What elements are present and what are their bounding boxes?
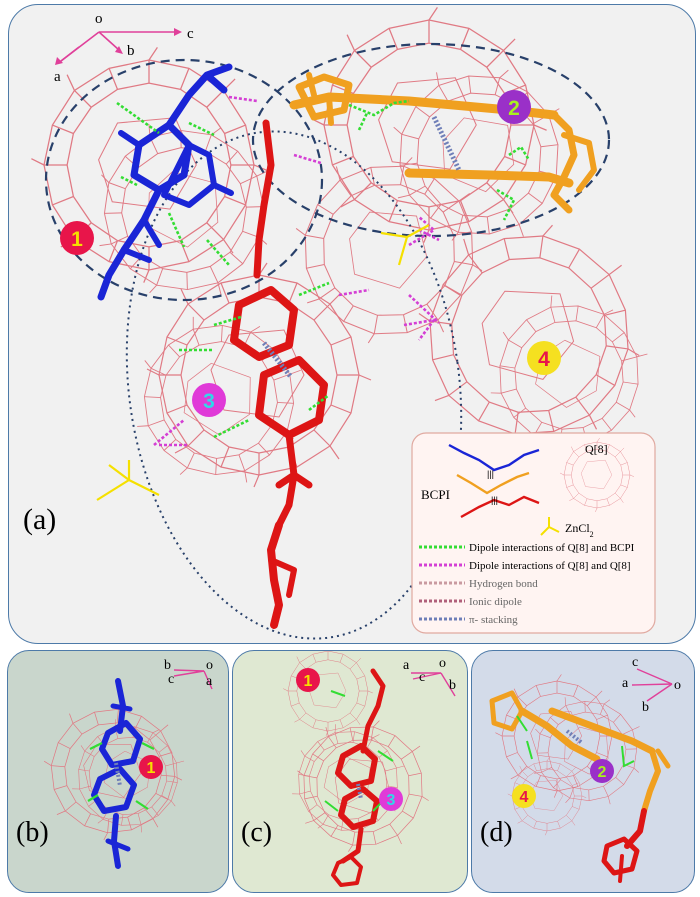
- legend-red-icon: [460, 495, 540, 519]
- bcpi-orange-d: [489, 690, 671, 814]
- axis-c-label-d: c: [632, 655, 638, 670]
- svg-text:4: 4: [520, 789, 529, 806]
- svg-text:1: 1: [147, 760, 156, 777]
- legend-stack-sym-1: |||: [487, 469, 494, 479]
- bcpi-red-molecule: [230, 119, 328, 629]
- marker-2-d: 2: [590, 759, 614, 783]
- marker-4: 4: [527, 341, 561, 375]
- panel-d: 2 4 c a o b (d): [471, 650, 695, 893]
- panel-b: 1 b c o a (b): [7, 650, 229, 893]
- axis-a-label: a: [54, 69, 61, 85]
- marker-3: 3: [192, 383, 226, 417]
- q8-ring-c1: [282, 651, 374, 737]
- pi-stacking-2: [431, 115, 462, 172]
- axis-b-label-c: b: [449, 678, 456, 693]
- svg-text:4: 4: [538, 348, 550, 371]
- legend-item-2: Dipole interactions of Q[8] and Q[8]: [469, 560, 631, 572]
- svg-text:3: 3: [387, 792, 396, 809]
- panel-c: 1 3 a c o b (c): [232, 650, 468, 893]
- panel-a-figure: 1 2 3 4 o c b a (a) ||| ||| BCPI: [23, 6, 677, 640]
- green-dipole-b: [87, 742, 155, 810]
- axis-o-label-c: o: [439, 656, 446, 671]
- marker-3-c: 3: [379, 787, 403, 811]
- svg-text:1: 1: [304, 673, 313, 690]
- legend-item-4: Ionic dipole: [469, 596, 522, 608]
- panel-d-figure: 2 4 c a o b (d): [480, 655, 681, 883]
- axis-b-label: b: [127, 43, 135, 59]
- axis-triad-a: [55, 28, 182, 65]
- legend-blue-icon: [448, 443, 540, 472]
- green-dipole-lines: [116, 99, 531, 439]
- legend-zncl2-label: ZnCl2: [565, 521, 594, 539]
- marker-1-b: 1: [139, 755, 163, 779]
- dotted-ellipse-3: [125, 130, 463, 640]
- bcpi-red-d: [601, 808, 647, 883]
- legend-item-1: Dipole interactions of Q[8] and BCPI: [469, 542, 635, 554]
- axis-triad-b: [173, 669, 213, 690]
- green-dipole-c: [324, 690, 394, 812]
- legend-item-5: π- stacking: [469, 614, 518, 626]
- marker-2: 2: [497, 90, 531, 124]
- bcpi-blue-b: [91, 678, 143, 869]
- panel-c-label: (c): [241, 817, 272, 848]
- dashed-ellipse-1: [44, 58, 324, 302]
- legend-zncl2-icon: [540, 517, 560, 536]
- axis-a-label-d: a: [622, 676, 629, 691]
- axis-o-label-b: o: [206, 658, 213, 673]
- svg-text:3: 3: [203, 390, 215, 413]
- legend-bcpi-label: BCPI: [421, 487, 450, 502]
- zncl2-yellow: [96, 224, 430, 501]
- axis-b-label-d: b: [642, 700, 649, 715]
- axis-c-label-c: c: [419, 670, 425, 685]
- axis-o-label-d: o: [674, 678, 681, 693]
- bcpi-red-c: [331, 668, 386, 887]
- panel-d-label: (d): [480, 817, 513, 848]
- panel-a: 1 2 3 4 o c b a (a) ||| ||| BCPI: [8, 4, 696, 644]
- axis-triad-d: [631, 668, 673, 702]
- magenta-dipole-lines: [153, 95, 440, 447]
- axis-b-label-b: b: [164, 658, 171, 673]
- legend-q8-label: Q[8]: [585, 442, 608, 456]
- svg-text:1: 1: [71, 228, 83, 251]
- legend-stack-sym-2: |||: [491, 495, 498, 505]
- axis-triad-c: [411, 672, 456, 697]
- dashed-ellipse-2: [251, 42, 611, 238]
- legend-item-3: Hydrogen bond: [469, 578, 538, 590]
- axis-a-label-c: a: [403, 658, 410, 673]
- svg-text:2: 2: [508, 97, 520, 120]
- svg-text:2: 2: [598, 764, 607, 781]
- marker-4-d: 4: [512, 784, 536, 808]
- axis-o-label: o: [95, 11, 103, 27]
- legend-items: Dipole interactions of Q[8] and BCPI Dip…: [419, 542, 635, 626]
- marker-1: 1: [60, 221, 94, 255]
- axis-c-label: c: [187, 26, 194, 42]
- panel-c-figure: 1 3 a c o b (c): [241, 651, 456, 887]
- legend-orange-icon: [456, 471, 530, 495]
- legend-box: ||| ||| BCPI Q[8] ZnCl2 Dipole interacti…: [411, 432, 656, 634]
- bcpi-blue-molecule: [97, 63, 234, 301]
- pi-stacking-d: [565, 729, 584, 745]
- pi-stacking-c: [356, 783, 363, 800]
- pi-stacking-3: [262, 341, 293, 379]
- axis-a-label-b: a: [206, 674, 213, 689]
- panel-b-figure: 1 b c o a (b): [16, 658, 213, 869]
- panel-a-label: (a): [23, 503, 56, 536]
- axis-c-label-b: c: [168, 672, 174, 687]
- marker-1-c: 1: [296, 668, 320, 692]
- panel-b-label: (b): [16, 817, 49, 848]
- green-dipole-d: [516, 715, 635, 768]
